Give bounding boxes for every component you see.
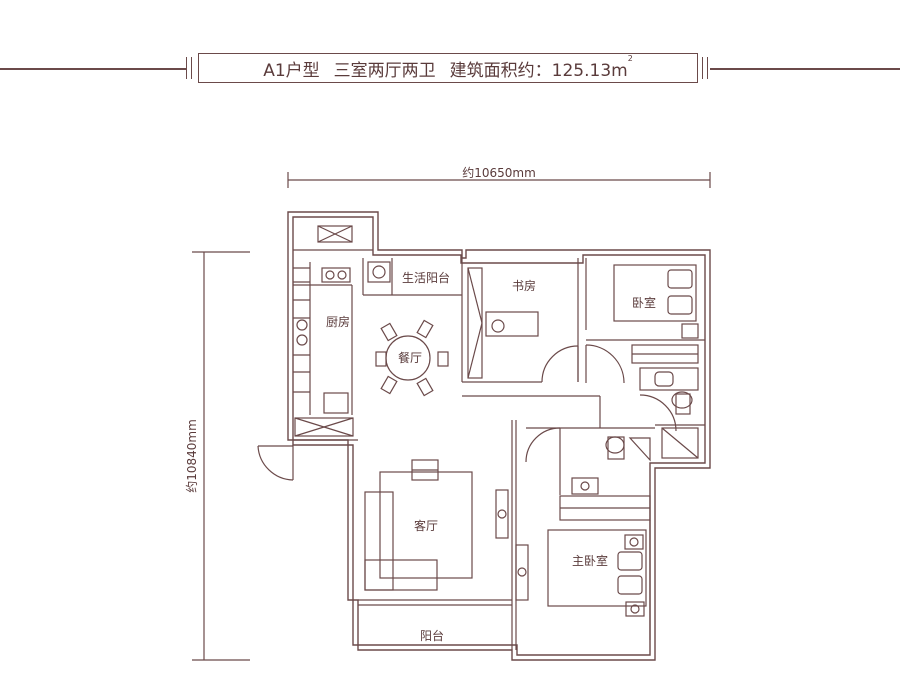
- unit-area-sup: 2: [627, 53, 633, 63]
- width-dimension-label: 约10650mm: [462, 165, 536, 180]
- width-dimension: [287, 172, 711, 188]
- utility-balcony-block: [362, 258, 462, 296]
- title-bracket-left: [186, 57, 192, 79]
- corridor-walls: [462, 395, 601, 428]
- unit-layout: 三室两厅两卫: [333, 60, 436, 81]
- bedroom-block: [585, 258, 705, 384]
- title-rule-right: [710, 68, 900, 70]
- outer-walls: [287, 211, 711, 661]
- study-label: 书房: [512, 278, 536, 293]
- study-block: [461, 258, 579, 383]
- plan-lines: [192, 172, 711, 661]
- kitchen-block: [293, 225, 373, 441]
- bedroom-label: 卧室: [632, 295, 656, 310]
- living-label: 客厅: [414, 518, 438, 533]
- utility-balcony-label: 生活阳台: [402, 270, 450, 285]
- entry-door: [257, 445, 294, 481]
- floor-plan-title: A1户型 三室两厅两卫 建筑面积约：125.13m2: [198, 53, 698, 83]
- master-bedroom-label: 主卧室: [572, 553, 608, 568]
- living-block: [358, 459, 512, 606]
- unit-type: A1户型: [263, 60, 320, 81]
- title-bar: A1户型 三室两厅两卫 建筑面积约：125.13m2: [0, 0, 900, 110]
- master-bedroom-block: [495, 420, 651, 650]
- bathroom-1: [639, 367, 705, 459]
- dining-block: [375, 319, 449, 397]
- balcony-label: 阳台: [420, 628, 444, 643]
- title-bracket-right: [702, 57, 708, 79]
- height-dimension: [192, 251, 250, 661]
- dining-label: 餐厅: [398, 350, 422, 365]
- height-dimension-label: 约10840mm: [184, 419, 199, 493]
- master-bath: [525, 427, 655, 521]
- unit-area: 建筑面积约：125.13m2: [449, 53, 633, 81]
- kitchen-label: 厨房: [326, 314, 350, 329]
- title-rule-left: [0, 68, 186, 70]
- unit-area-value: 建筑面积约：125.13m: [449, 60, 628, 81]
